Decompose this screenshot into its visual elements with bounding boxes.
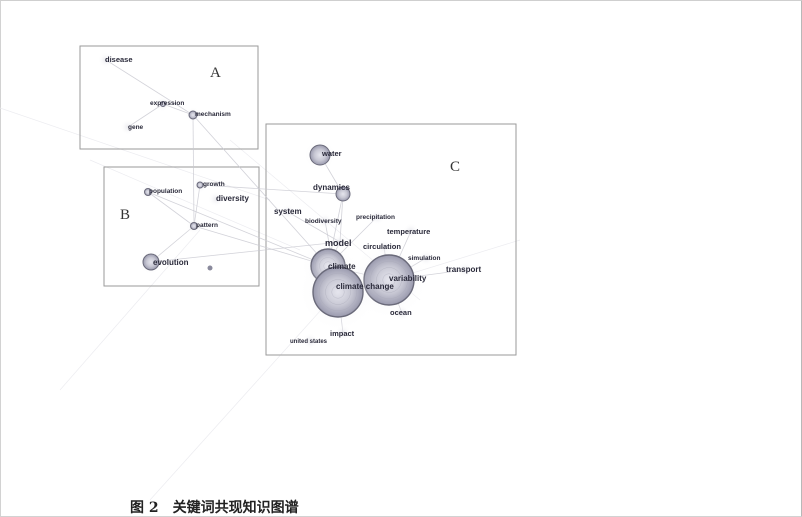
- edge-disease-mechanism: [105, 59, 194, 116]
- node-label-variability: variability: [389, 274, 427, 283]
- node-label-precipitation: precipitation: [356, 214, 395, 221]
- node-label-gene: gene: [128, 124, 144, 131]
- node-halo-transport: [457, 262, 473, 278]
- node-halo-temperature: [403, 223, 419, 239]
- haze-line: [0, 107, 271, 201]
- node-label-evolution: evolution: [153, 258, 189, 267]
- node-ring-variability: [376, 267, 402, 293]
- node-halo-ocean: [394, 305, 410, 321]
- node-halo-diversity: [208, 191, 224, 207]
- node-halo-gene: [120, 119, 136, 135]
- haze-line: [89, 159, 301, 251]
- node-label-impact: impact: [330, 329, 355, 338]
- figure-number: 图 2: [130, 500, 159, 516]
- edge-system-model: [287, 211, 341, 243]
- cluster-letter-b: B: [120, 207, 130, 223]
- edge-mechanism-climate: [192, 114, 329, 267]
- node-label-circulation: circulation: [363, 242, 401, 251]
- node-water: [309, 144, 331, 166]
- node-label-pattern: pattern: [196, 222, 218, 229]
- node-climate_change: [312, 266, 364, 318]
- node-halo-impact: [335, 325, 351, 341]
- nodes-layer: [98, 52, 473, 349]
- node-label-expression: expression: [150, 100, 184, 107]
- node-expression: [160, 101, 166, 107]
- node-label-mechanism: mechanism: [195, 111, 231, 118]
- node-ring-climate_change: [319, 273, 357, 311]
- node-halo-united_states: [302, 333, 318, 349]
- node-label-climate_change: climate change: [336, 282, 394, 291]
- figure-title: 关键词共现知识图谱: [172, 500, 299, 516]
- node-ring-climate_change: [325, 279, 351, 305]
- cluster-box-a: [79, 45, 259, 150]
- node-label-ocean: ocean: [390, 308, 412, 317]
- node-halo-biodiversity: [317, 213, 333, 229]
- node-label-system: system: [274, 207, 302, 216]
- node-growth: [196, 181, 204, 189]
- node-population: [144, 188, 152, 196]
- node-halo-system: [280, 204, 296, 220]
- node-halo-precipitation: [369, 209, 385, 225]
- node-label-temperature: temperature: [387, 227, 430, 236]
- edge-population-climate: [147, 191, 329, 267]
- node-label-growth: growth: [203, 181, 225, 188]
- node-label-biodiversity: biodiversity: [305, 218, 342, 225]
- background-haze-lines: [0, 107, 521, 501]
- node-label-transport: transport: [446, 265, 481, 274]
- figure-caption: 图 2 关键词共现知识图谱: [130, 500, 299, 516]
- haze-line: [59, 229, 201, 391]
- small-node-dot: [207, 265, 213, 271]
- node-ring-variability: [382, 273, 396, 287]
- node-label-dynamics: dynamics: [313, 183, 350, 192]
- cluster-box-c: [265, 123, 517, 356]
- node-mechanism: [188, 110, 198, 120]
- node-label-disease: disease: [105, 55, 133, 64]
- node-label-water: water: [321, 149, 342, 158]
- node-pattern: [190, 222, 198, 230]
- node-label-united_states: united states: [290, 339, 328, 345]
- node-halo-disease: [98, 52, 114, 68]
- edge-growth-dynamics: [199, 184, 344, 195]
- edge-population-pattern: [147, 191, 195, 227]
- node-label-climate: climate: [328, 262, 356, 271]
- labels-layer: disease expression mechanism gene population…: [105, 55, 481, 345]
- node-dynamics: [335, 186, 351, 202]
- cluster-box-b: [103, 166, 260, 287]
- node-ring-climate_change: [331, 285, 345, 299]
- node-label-population: population: [149, 188, 182, 195]
- node-label-simulation: simulation: [408, 255, 441, 262]
- haze-line: [149, 299, 331, 501]
- node-evolution: [142, 253, 160, 271]
- cluster-letter-c: C: [450, 159, 460, 175]
- edge-mechanism-pattern: [192, 114, 195, 227]
- cluster-letter-a: A: [210, 65, 221, 81]
- node-label-diversity: diversity: [216, 194, 249, 203]
- node-label-model: model: [325, 238, 352, 248]
- edge-evolution-model: [150, 241, 341, 263]
